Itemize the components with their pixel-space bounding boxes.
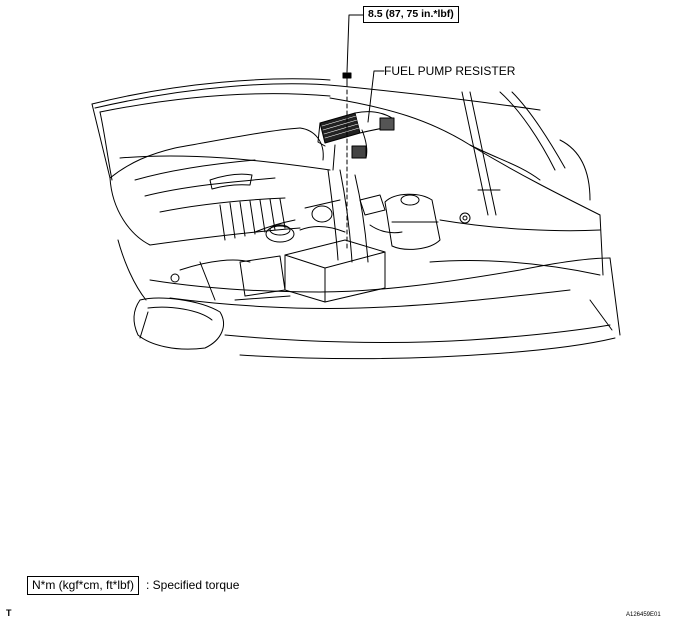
legend-unit-box: N*m (kgf*cm, ft*lbf) (27, 576, 140, 595)
fuse-block (234, 239, 386, 303)
center-components (299, 169, 403, 263)
radiator-support (149, 257, 611, 309)
legend-description: : Specified torque (146, 578, 240, 592)
oil-cap (265, 224, 295, 243)
fuel-pump-resister-label: FUEL PUMP RESISTER (384, 64, 516, 78)
fender-left (91, 103, 147, 301)
headlamp-left (133, 297, 224, 350)
figure-id: A126459E01 (626, 612, 661, 618)
torque-spec-label: 8.5 (87, 75 in.*lbf) (363, 6, 459, 23)
coolant-reservoir (384, 193, 471, 250)
intake-ribs (219, 198, 286, 241)
fuel-pump-resister-unit (317, 111, 395, 171)
hood-strut (461, 91, 566, 216)
corner-mark: T (6, 608, 12, 618)
callout-leaders (346, 14, 385, 123)
engine-cover (109, 127, 324, 246)
mounting-bolt (342, 72, 352, 251)
body-right (329, 97, 604, 276)
front-bumper (224, 257, 621, 360)
hood-outline (91, 78, 541, 171)
